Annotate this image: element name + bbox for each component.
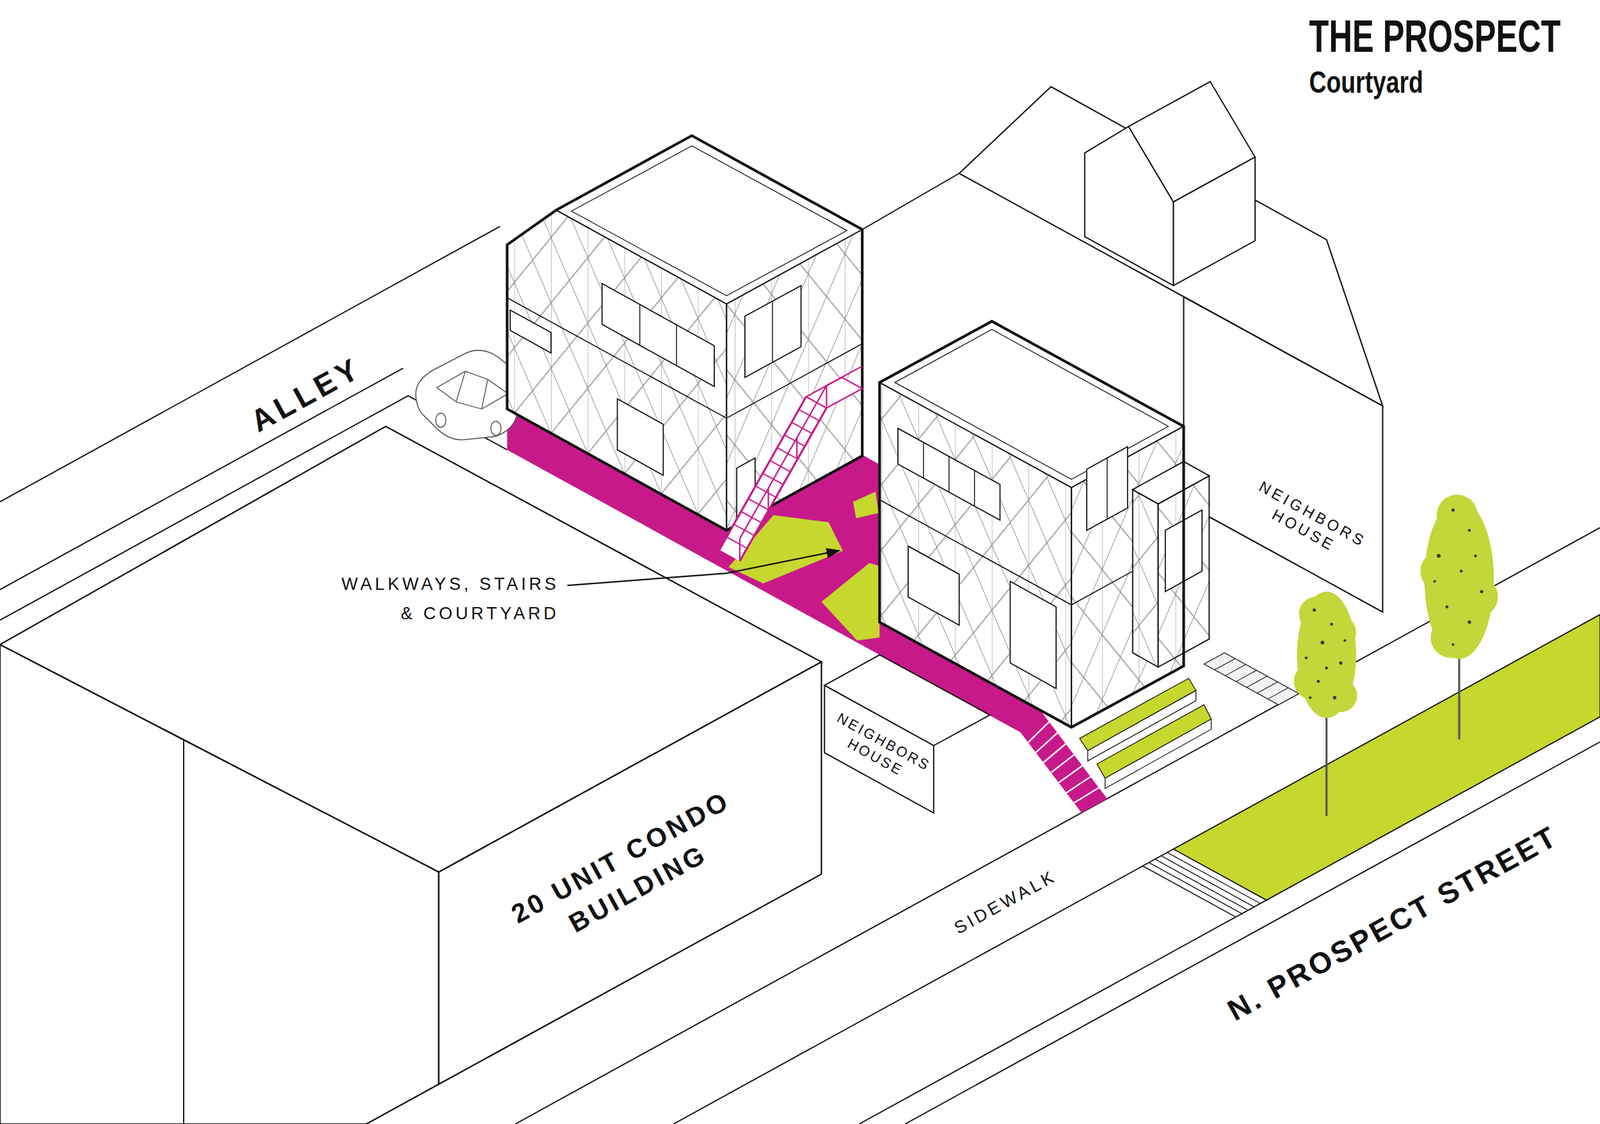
dormer-wall [1173,157,1256,287]
bay-side [1132,489,1159,667]
window [602,283,715,387]
leaf-speck [1324,666,1328,670]
house-roof [556,135,863,304]
callout-label: WALKWAYS, STAIRS & COURTYARD [324,570,562,630]
bay-top [1132,461,1210,504]
leaf-speck [1304,656,1308,660]
tree-canopy [1420,494,1498,660]
tree-trunk [1325,704,1328,816]
leaf-speck [1317,680,1321,684]
leaf-speck [1320,641,1325,646]
window [897,428,1000,521]
leaf-speck [1312,608,1316,612]
house-edge [1070,487,1072,728]
leaf-speck [1308,696,1312,699]
leaf-speck [1445,605,1449,609]
window [617,398,664,476]
leaf-speck [1473,554,1477,558]
street-name: ALLEY [244,349,368,440]
leaf-speck [1467,620,1471,624]
leaf-speck [1343,639,1346,642]
house-outline [879,321,1184,728]
leaf-speck [1433,580,1437,584]
mullion [640,304,677,366]
car-detail [436,371,509,409]
condo-face [0,645,440,1124]
leaf-speck [1436,554,1441,559]
car [416,350,522,441]
leaf-speck [1451,643,1455,647]
window [908,546,960,626]
title: THE PROSPECT [1309,12,1561,62]
lot-line [862,173,959,230]
area-label: SIDEWALK [950,866,1060,940]
tree-canopy [1294,592,1358,719]
leaf-speck [1468,529,1471,532]
car-wheel [435,413,447,428]
condo-face [439,662,822,1085]
window [1009,581,1056,689]
subtitle: Courtyard [1309,65,1424,100]
house-outline [506,135,863,531]
leaf-speck [1333,696,1337,700]
mullion [923,442,975,507]
mullion [771,300,773,363]
leaf-speck [1480,590,1484,594]
front-steps [1203,652,1299,705]
condo-edge [183,741,185,1124]
stair-railing [739,366,863,562]
leaf-speck [1451,508,1455,512]
ramp-stripes [1148,853,1261,915]
leader-line [567,552,828,586]
courtyard-lawn [821,563,880,641]
tree-canopy [1430,617,1472,659]
tree-canopy [1436,494,1478,536]
lawn-terrace [1096,705,1212,779]
leaf-speck [1338,661,1343,665]
tree-canopy [1324,679,1358,713]
foliage-texture [1433,508,1484,647]
courtyard-lawn [853,491,879,518]
tree-canopy [1457,576,1499,618]
leaf-speck [1459,570,1463,573]
neighbor-face [1183,296,1383,613]
mullion [1106,458,1108,520]
window [1086,446,1128,531]
curb-ramp [1143,849,1267,918]
tree-canopy [1321,615,1357,650]
car-wheel [490,421,502,436]
curb-line [904,742,1600,1124]
foliage-texture [1304,608,1347,700]
house-edge [725,304,728,531]
leader-arrowhead [825,548,841,559]
step-lines [1214,658,1289,699]
window [744,285,802,377]
window [510,310,552,354]
ground-lines [0,173,1600,1124]
roof-parapet [571,145,847,296]
tree-canopy [1420,551,1462,592]
leaf-speck [1329,623,1333,626]
terrace-riser [1105,719,1212,789]
